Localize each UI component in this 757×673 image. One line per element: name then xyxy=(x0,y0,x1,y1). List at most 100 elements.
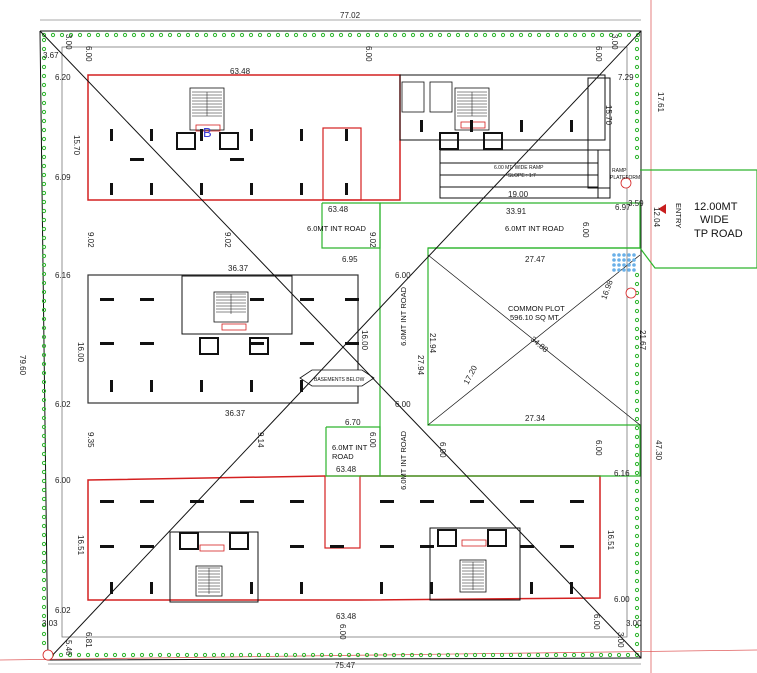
tree-dot xyxy=(634,614,640,620)
tree-dot xyxy=(41,325,47,331)
dim-6-20: 6.20 xyxy=(55,73,71,82)
tree-dot xyxy=(41,316,47,322)
tree-dot xyxy=(454,652,460,658)
dim-5-46: 5.46 xyxy=(64,640,73,656)
dim-3-59: 3.59 xyxy=(628,199,644,208)
tree-dot xyxy=(472,652,478,658)
tree-dot xyxy=(41,505,47,511)
tree-dot xyxy=(41,217,47,223)
tree-dot xyxy=(634,55,640,61)
dim-19-00: 19.00 xyxy=(508,190,529,199)
tree-dot xyxy=(130,652,136,658)
column xyxy=(345,129,348,141)
tree-dot xyxy=(157,652,163,658)
tree-dot xyxy=(634,127,640,133)
column xyxy=(250,380,253,392)
tree-dot xyxy=(41,433,47,439)
dim-36-37-bot: 36.37 xyxy=(225,409,246,418)
tree-dot xyxy=(311,32,317,38)
column xyxy=(200,129,203,141)
tree-dot xyxy=(463,652,469,658)
dim-17-20: 17.20 xyxy=(462,364,480,386)
tree-dot xyxy=(284,32,290,38)
tree-dot xyxy=(634,344,640,350)
column xyxy=(130,158,144,161)
column xyxy=(470,120,473,132)
tree-dot xyxy=(41,154,47,160)
tree-dot xyxy=(41,127,47,133)
tree-dot xyxy=(509,32,515,38)
tank-cell xyxy=(617,263,621,267)
tree-dot xyxy=(41,163,47,169)
dim-3-03: 3.03 xyxy=(42,619,58,628)
dim-6-00-g: 6.00 xyxy=(368,432,377,448)
tree-dot xyxy=(481,652,487,658)
tree-dot xyxy=(634,136,640,142)
tree-dot xyxy=(634,91,640,97)
tree-dot xyxy=(437,32,443,38)
tree-dot xyxy=(41,91,47,97)
dim-12-04: 12.04 xyxy=(652,207,661,228)
int-road-lower-label-2: ROAD xyxy=(332,452,354,461)
tree-dot xyxy=(634,82,640,88)
tree-dot xyxy=(634,551,640,557)
dim-16-51-r: 16.51 xyxy=(606,530,615,551)
tree-dot xyxy=(634,416,640,422)
column xyxy=(380,500,394,503)
tree-dot xyxy=(41,32,47,38)
tree-dot xyxy=(301,652,307,658)
tree-dot xyxy=(634,596,640,602)
tree-dot xyxy=(41,541,47,547)
ramp-label-1: 6.00 MT. WIDE RAMP xyxy=(494,165,544,171)
staircases xyxy=(192,91,487,594)
tree-dot xyxy=(634,497,640,503)
tree-dot xyxy=(347,32,353,38)
tree-dot xyxy=(338,32,344,38)
column xyxy=(110,183,113,195)
tree-dot xyxy=(41,388,47,394)
tank-cell xyxy=(622,263,626,267)
tree-dot xyxy=(634,425,640,431)
tree-dot xyxy=(229,652,235,658)
tree-dot xyxy=(41,199,47,205)
tree-dot xyxy=(598,652,604,658)
tree-dot xyxy=(41,244,47,250)
column xyxy=(100,500,114,503)
column xyxy=(100,298,114,301)
tree-dot xyxy=(41,622,47,628)
tree-dot xyxy=(41,37,47,43)
tree-dot xyxy=(112,652,118,658)
tree-dot xyxy=(634,371,640,377)
tree-dot xyxy=(41,523,47,529)
tree-dot xyxy=(293,32,299,38)
tree-dot xyxy=(634,452,640,458)
dim-6-16-l: 6.16 xyxy=(55,271,71,280)
tree-dot xyxy=(634,335,640,341)
road-label-2: WIDE xyxy=(700,214,729,226)
block-b-letter: B xyxy=(203,125,212,140)
dim-9-14: 9.14 xyxy=(256,432,265,448)
column xyxy=(520,500,534,503)
tank-cell xyxy=(617,258,621,262)
tree-dot xyxy=(41,631,47,637)
tank-cell xyxy=(627,263,631,267)
tree-dot xyxy=(383,32,389,38)
tree-dot xyxy=(634,154,640,160)
column xyxy=(520,545,534,548)
tree-dot xyxy=(41,568,47,574)
tree-dot xyxy=(527,32,533,38)
tree-dot xyxy=(41,424,47,430)
dim-left-height: 79.60 xyxy=(18,355,27,376)
tree-dot xyxy=(427,652,433,658)
tree-dot xyxy=(409,652,415,658)
dim-top-width: 77.02 xyxy=(340,11,361,20)
block-b-upper xyxy=(87,74,611,201)
column xyxy=(420,500,434,503)
tree-dot xyxy=(302,32,308,38)
tree-dot xyxy=(67,652,73,658)
tree-dot xyxy=(554,32,560,38)
tree-dot xyxy=(320,32,326,38)
tree-dot xyxy=(634,389,640,395)
column xyxy=(570,120,573,132)
